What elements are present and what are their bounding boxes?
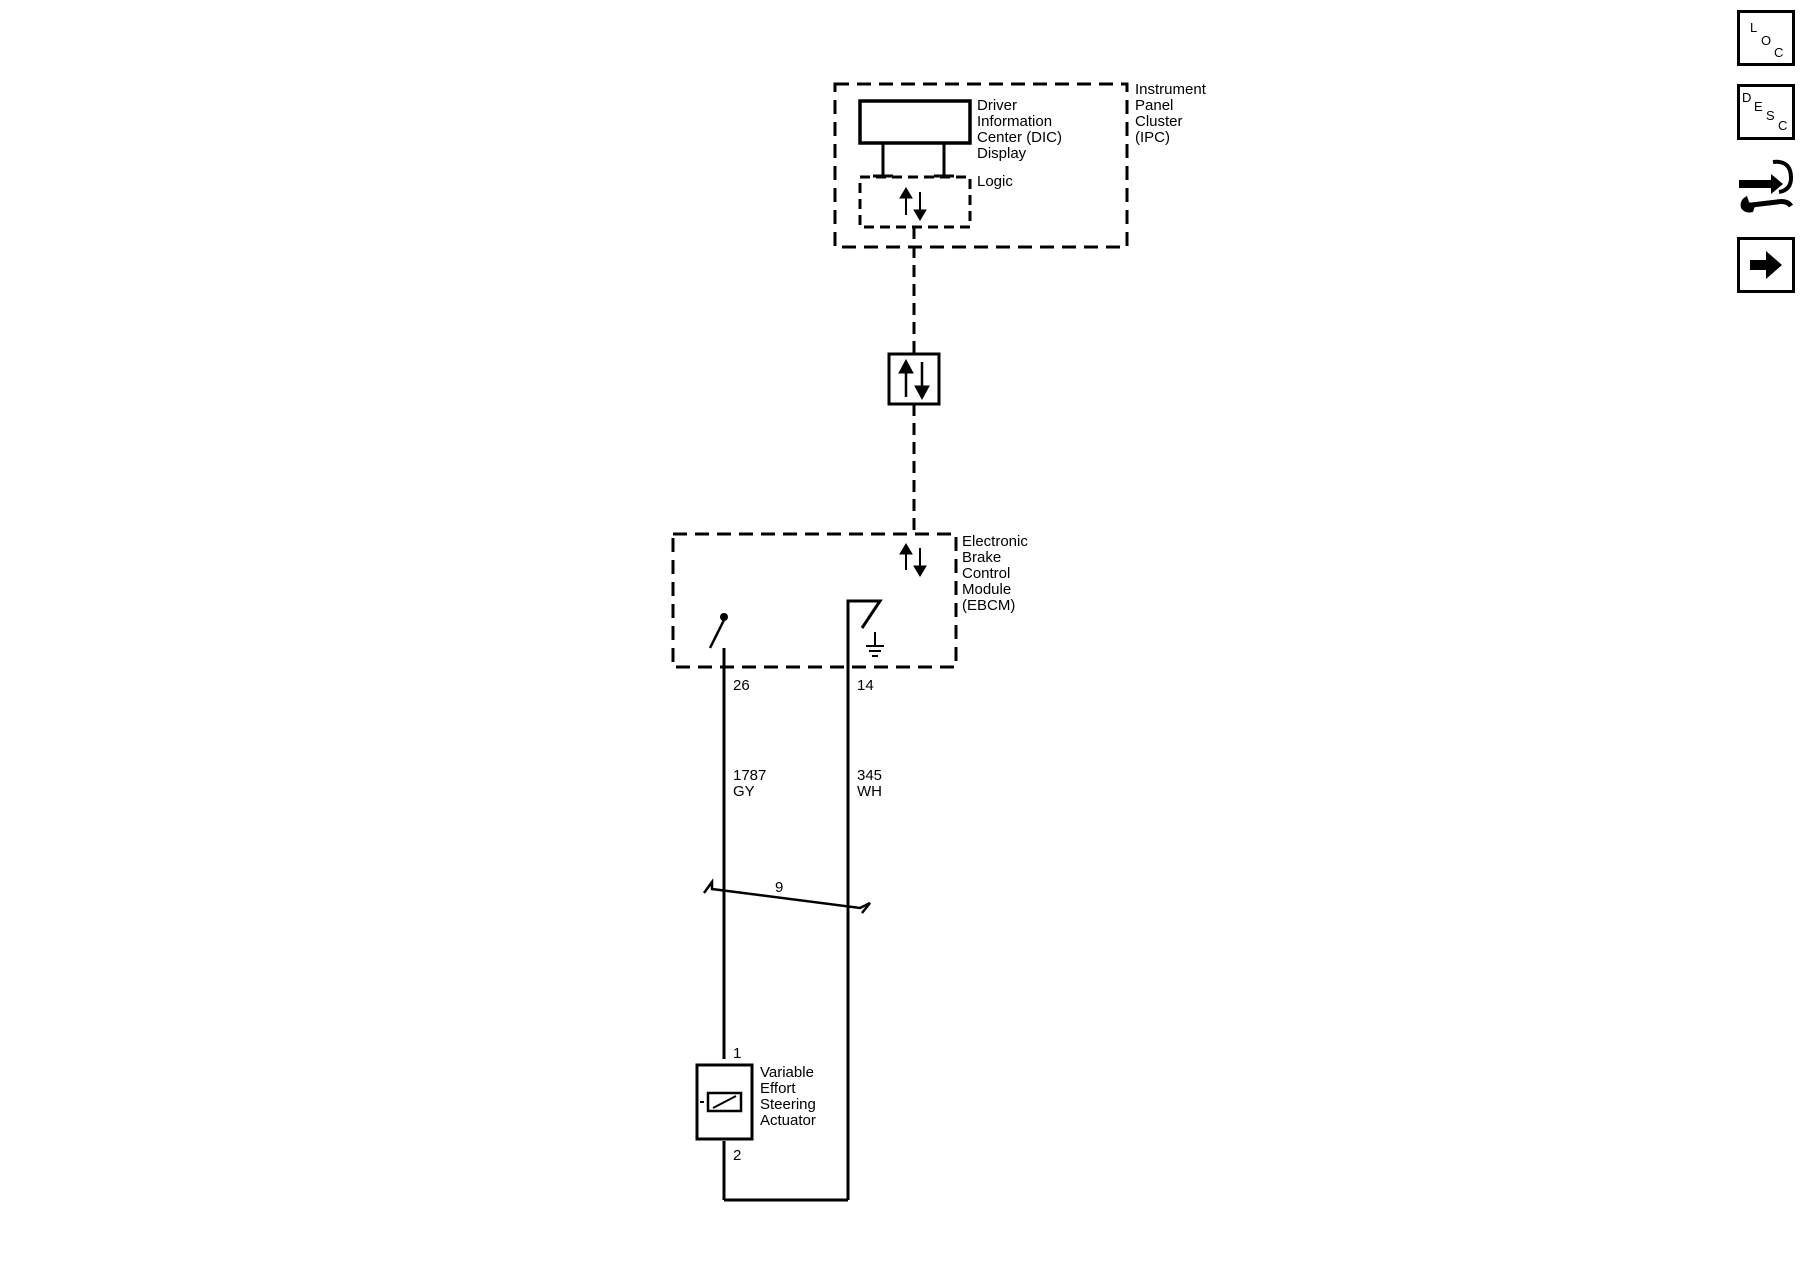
- ebcm-module-outline: [671, 532, 958, 669]
- description-icon: D E S C: [1742, 90, 1788, 133]
- logic-label: Logic: [977, 173, 1013, 190]
- dic-display-label: Driver Information Center (DIC) Display: [977, 97, 1066, 162]
- location-button[interactable]: L O C: [1737, 10, 1795, 66]
- description-button[interactable]: D E S C: [1737, 84, 1795, 140]
- actuator-label: Variable Effort Steering Actuator: [760, 1064, 820, 1129]
- actuator-box: [695, 1063, 754, 1141]
- arrow-right-icon: [1750, 251, 1782, 279]
- connector-button[interactable]: [1737, 156, 1795, 222]
- wire-right-label: 345 WH: [857, 767, 886, 800]
- next-button[interactable]: [1737, 237, 1795, 293]
- twisted-pair-mark: [702, 878, 871, 914]
- ebcm-label: Electronic Brake Control Module (EBCM): [962, 533, 1032, 614]
- dic-display-box: [858, 99, 972, 145]
- twisted-pair-label: 9: [775, 879, 783, 896]
- serial-data-box: [887, 352, 941, 406]
- connector-wrench-icon: [1739, 159, 1794, 213]
- ipc-label: Instrument Panel Cluster (IPC): [1135, 81, 1210, 146]
- pin-14-label: 14: [857, 677, 874, 694]
- ipc-module-outline: [833, 82, 1129, 249]
- logic-box: [858, 175, 972, 229]
- location-icon: L O C: [1750, 20, 1784, 60]
- pin-26-label: 26: [733, 677, 750, 694]
- pin-2-label: 2: [733, 1147, 741, 1164]
- wire-left-label: 1787 GY: [733, 767, 771, 800]
- pin-1-label: 1: [733, 1045, 741, 1062]
